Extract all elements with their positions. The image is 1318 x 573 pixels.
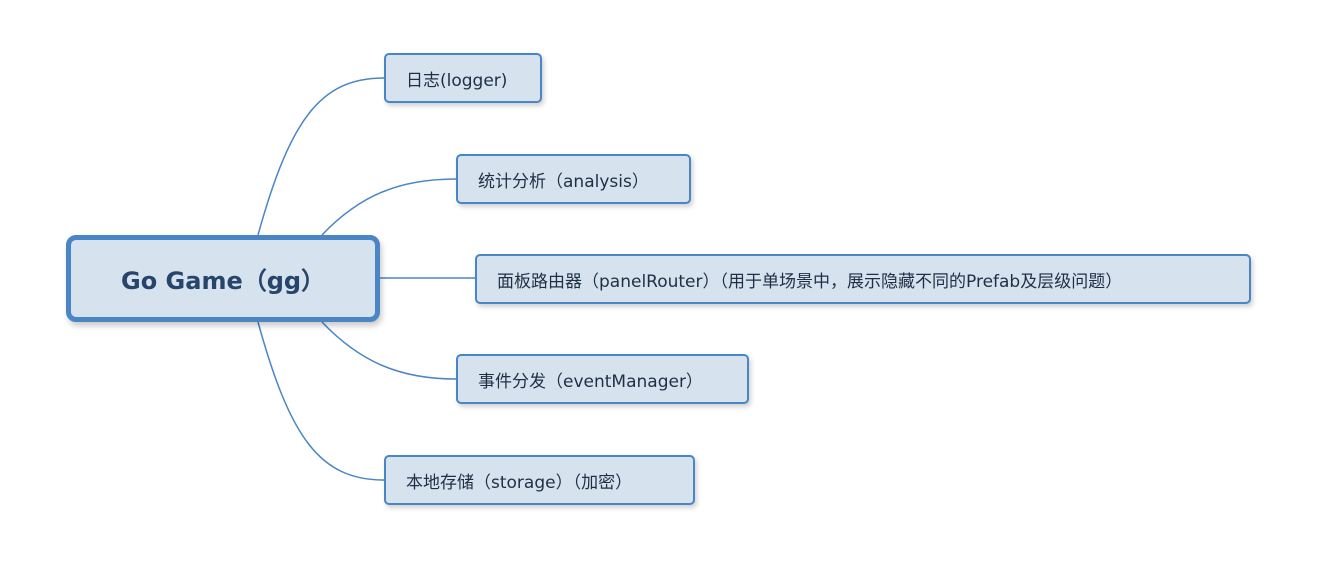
branch-node-label: 面板路由器（panelRouter）（用于单场景中，展示隐藏不同的Prefab及… — [497, 271, 1123, 292]
branch-node-storage[interactable]: 本地存储（storage）（加密） — [384, 455, 695, 505]
connector-logger — [257, 77, 385, 236]
branch-node-panel-router[interactable]: 面板路由器（panelRouter）（用于单场景中，展示隐藏不同的Prefab及… — [475, 254, 1251, 304]
branch-node-label: 日志(logger) — [406, 70, 508, 91]
branch-node-event-manager[interactable]: 事件分发（eventManager） — [456, 354, 749, 404]
branch-node-label: 事件分发（eventManager） — [478, 371, 703, 392]
branch-node-label: 统计分析（analysis） — [478, 171, 649, 192]
connector-event-manager — [321, 321, 457, 380]
root-node-label: Go Game（gg） — [121, 267, 326, 295]
connector-analysis — [321, 178, 457, 236]
branch-node-label: 本地存储（storage）（加密） — [406, 472, 633, 493]
branch-node-logger[interactable]: 日志(logger) — [384, 53, 542, 103]
root-node[interactable]: Go Game（gg） — [66, 235, 380, 322]
connector-storage — [257, 321, 385, 481]
branch-node-analysis[interactable]: 统计分析（analysis） — [456, 154, 691, 204]
